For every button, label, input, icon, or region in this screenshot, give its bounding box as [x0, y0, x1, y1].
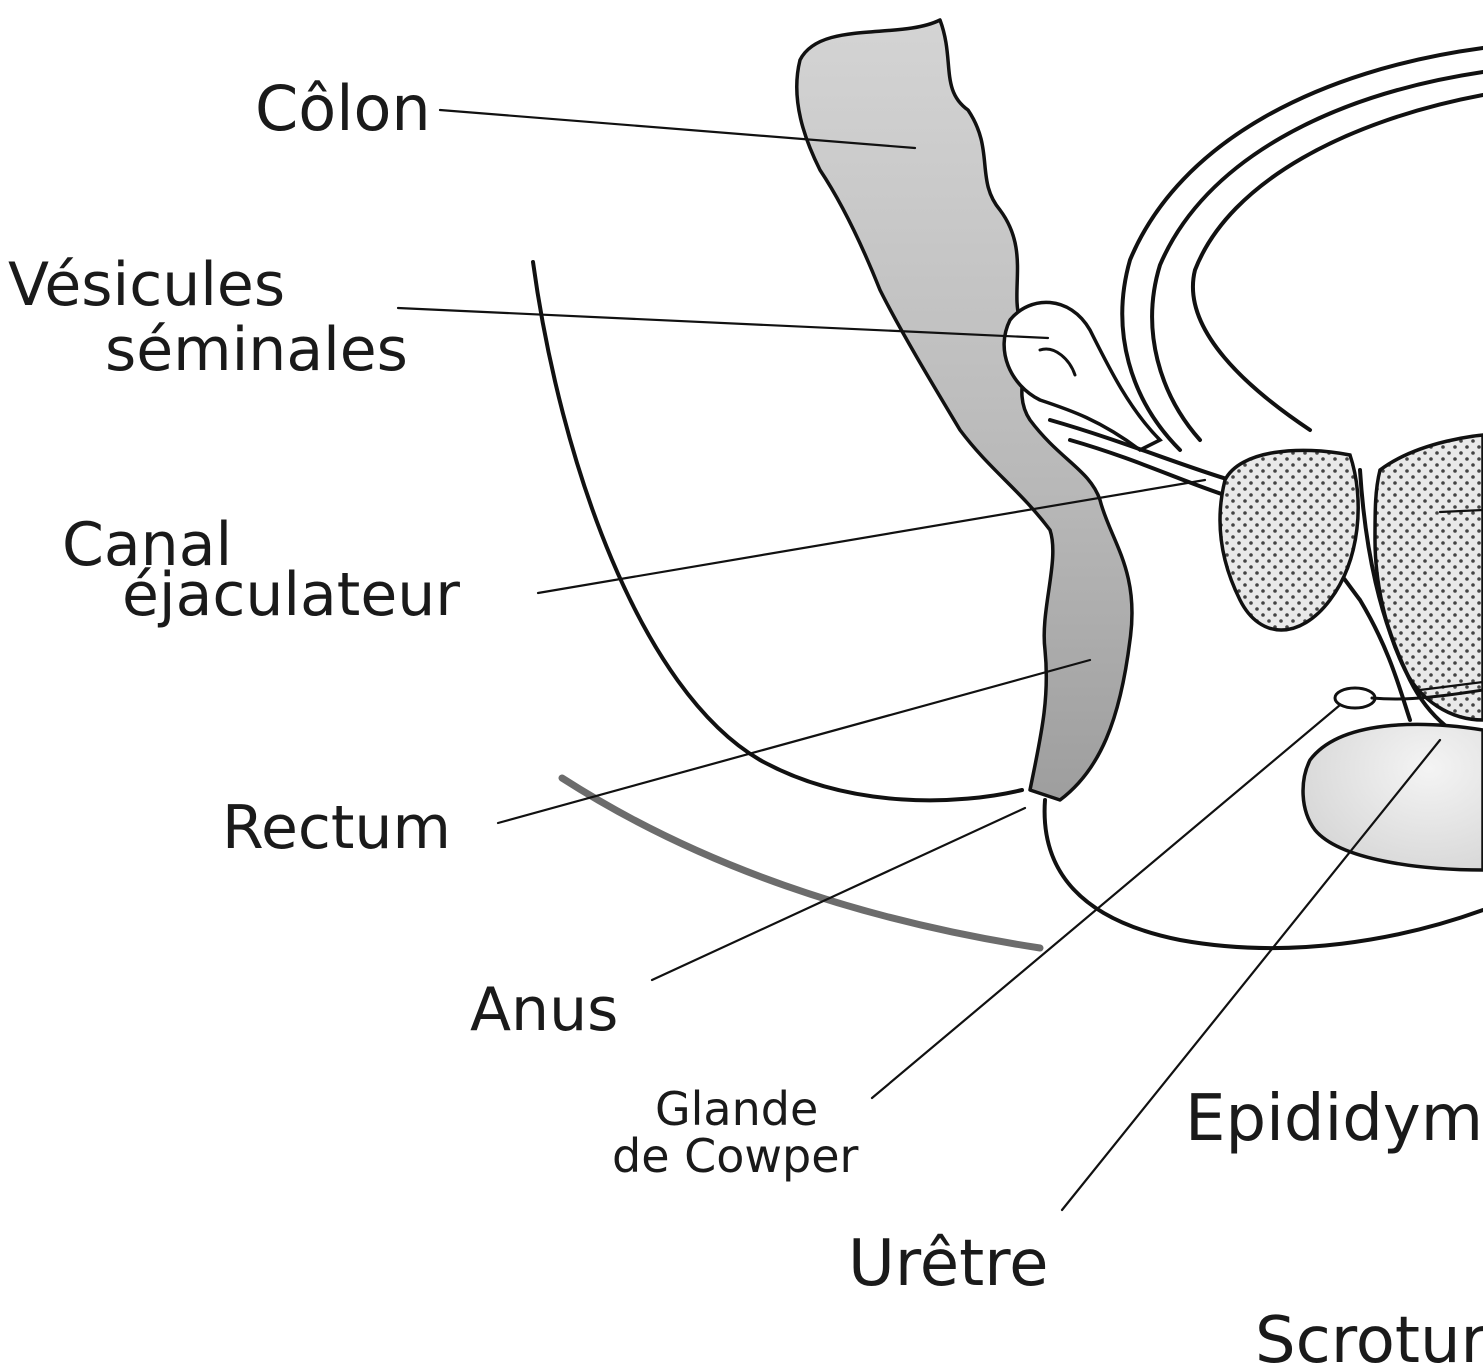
- leader-anus: [652, 808, 1025, 980]
- label-scrotum: Scrotur: [1255, 1304, 1483, 1371]
- bladder-inner: [1193, 95, 1483, 430]
- prostate-left: [1220, 450, 1358, 630]
- label-rectum: Rectum: [222, 793, 451, 863]
- pelvic-floor-band: [562, 778, 1040, 948]
- label-glande-line2: de Cowper: [612, 1129, 859, 1183]
- leader-glande: [872, 705, 1340, 1098]
- label-anus: Anus: [470, 975, 618, 1045]
- label-vesicules-line1: Vésicules: [8, 250, 285, 320]
- label-canal-line2: éjaculateur: [122, 560, 460, 630]
- label-vesicules-line2: séminales: [105, 315, 408, 385]
- leader-rectum: [498, 660, 1090, 823]
- label-epididyme: Epididym: [1185, 1082, 1483, 1156]
- label-colon: Côlon: [255, 72, 431, 145]
- prostate-right: [1375, 435, 1483, 720]
- label-glande-line1: Glande: [655, 1082, 818, 1136]
- label-urethre: Urêtre: [848, 1227, 1049, 1301]
